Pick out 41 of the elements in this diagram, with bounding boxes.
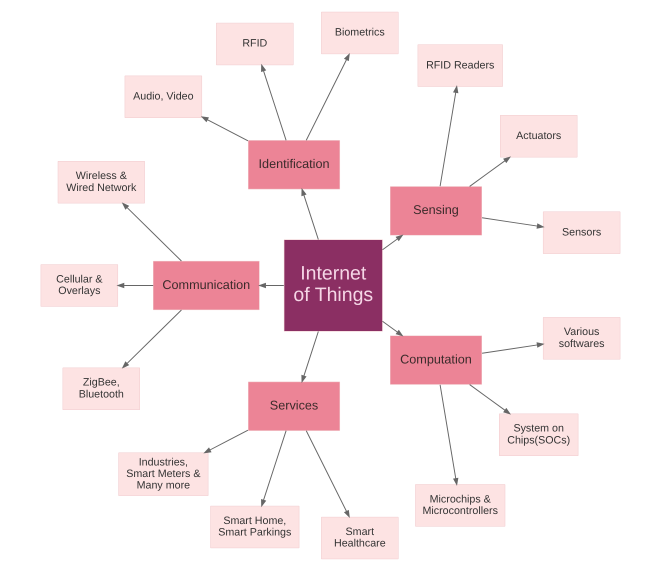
node-box: Computation	[390, 336, 482, 385]
arrow	[116, 282, 154, 288]
arrow	[382, 234, 403, 250]
arrow	[300, 331, 318, 384]
node-box: Internet of Things	[283, 240, 382, 332]
arrow	[202, 430, 248, 454]
arrow	[200, 116, 248, 142]
node-box: Smart Home, Smart Parkings	[210, 506, 299, 548]
arrow	[121, 309, 182, 369]
arrow	[305, 430, 350, 518]
arrow	[305, 52, 350, 141]
node-box: System on Chips(SOCs)	[498, 414, 578, 456]
node-box: RFID Readers	[417, 44, 502, 87]
node-box: ZigBee, Bluetooth	[62, 368, 140, 410]
arrow	[481, 342, 544, 354]
node-box: Wireless & Wired Network	[57, 161, 144, 204]
node-box: RFID	[216, 22, 293, 66]
arrow	[439, 384, 458, 486]
node-box: Cellular & Overlays	[40, 264, 118, 307]
node-box: Biometrics	[320, 12, 398, 54]
node-box: Communication	[152, 260, 260, 310]
node-box: Identification	[248, 140, 340, 190]
node-box: Various softwares	[542, 317, 620, 360]
arrow	[468, 156, 511, 187]
arrow	[382, 320, 403, 337]
arrow	[300, 188, 318, 240]
arrow	[121, 202, 182, 262]
arrow	[260, 64, 286, 141]
node-box: Audio, Video	[124, 76, 202, 118]
arrow	[258, 282, 284, 288]
arrow	[481, 217, 544, 229]
node-box: Sensing	[390, 186, 482, 236]
node-box: Actuators	[500, 115, 577, 158]
arrow	[439, 85, 458, 187]
node-box: Sensors	[542, 212, 620, 254]
arrow	[260, 430, 286, 508]
node-box: Industries, Smart Meters & Many more	[118, 452, 208, 496]
node-box: Services	[248, 382, 340, 431]
node-box: Smart Healthcare	[320, 516, 398, 560]
arrow	[468, 384, 511, 415]
node-box: Microchips & Microcontrollers	[414, 484, 505, 527]
